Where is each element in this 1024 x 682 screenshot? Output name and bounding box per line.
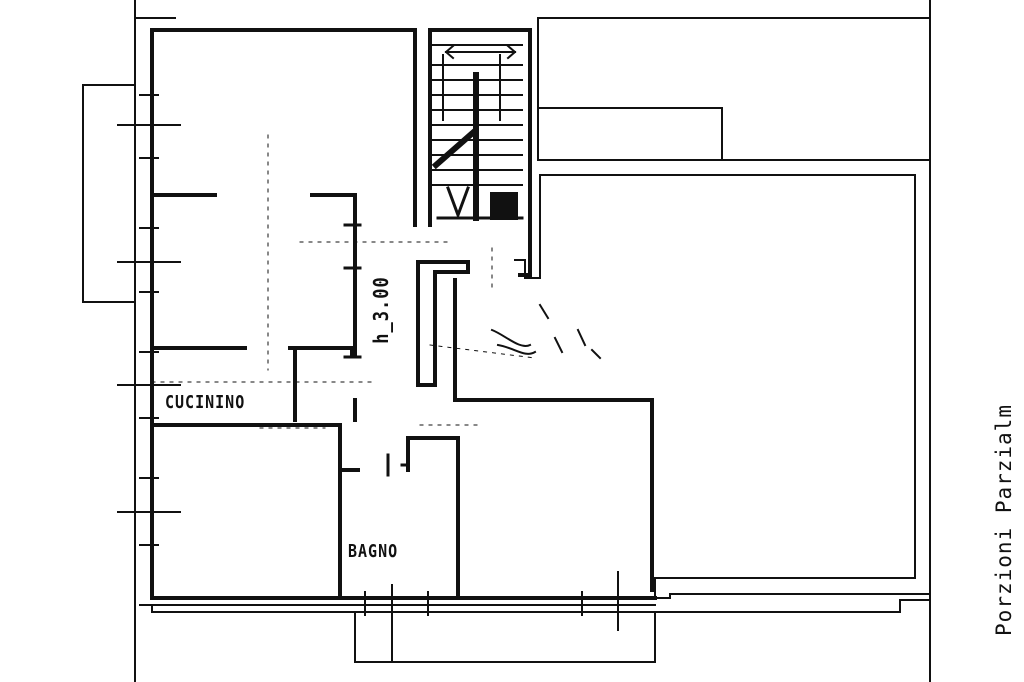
bottom-balcony [354,571,656,663]
door-marks [343,223,602,477]
construction-lines [151,134,536,429]
ceiling-height-label: h_3.00 [370,276,394,344]
left-balcony [82,84,181,546]
interior-walls [150,193,657,600]
side-note-label: Porzioni Parzialm [992,404,1016,636]
outer-frame [134,0,931,682]
room-label-bathroom: BAGNO [348,540,399,562]
room-label-kitchenette: CUCININO [165,391,246,413]
neighbour-outline [139,17,931,613]
staircase [431,44,524,221]
